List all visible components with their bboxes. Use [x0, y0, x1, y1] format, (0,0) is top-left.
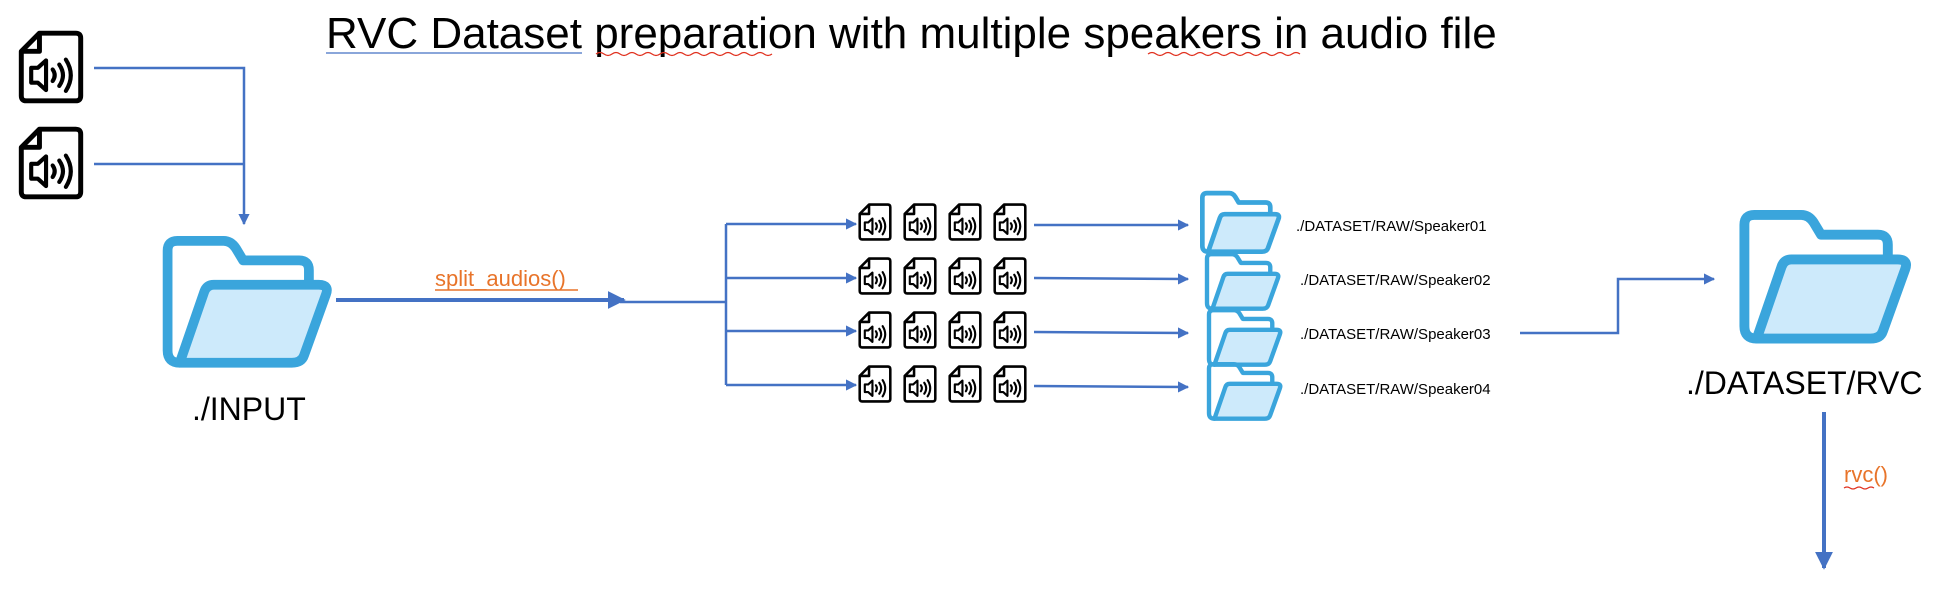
connector-arrow	[94, 66, 250, 226]
audio-file-icon	[948, 311, 982, 349]
row-arrow	[1033, 381, 1190, 393]
speaker04-folder-icon	[1209, 364, 1280, 419]
audio-file-icon	[858, 365, 892, 403]
audio-file-icon	[903, 203, 937, 241]
audio-file-icon	[903, 257, 937, 295]
speaker03-folder-icon	[1209, 310, 1280, 365]
audio-file-icon	[993, 203, 1027, 241]
audio-file-icon	[903, 365, 937, 403]
audio-file-icon	[993, 365, 1027, 403]
speaker-folder-label: ./DATASET/RAW/Speaker02	[1300, 272, 1491, 289]
row-arrow	[1033, 327, 1190, 339]
audio-file-icon	[858, 311, 892, 349]
split-function-label: split_audios()	[435, 266, 566, 291]
speaker-folder-label: ./DATASET/RAW/Speaker04	[1300, 381, 1491, 398]
rvc-function-label: rvc()	[1844, 462, 1888, 487]
speaker-row-3-files	[858, 311, 1027, 349]
diagram-title: RVC Dataset preparation with multiple sp…	[326, 9, 1497, 58]
audio-file-icon	[993, 257, 1027, 295]
audio-file-icon	[948, 365, 982, 403]
speaker-folder-label: ./DATASET/RAW/Speaker03	[1300, 326, 1491, 343]
audio-file-icon	[858, 257, 892, 295]
rvc-connector-arrow	[1520, 273, 1716, 335]
audio-file-icon	[948, 257, 982, 295]
audio-file-icon	[858, 203, 892, 241]
speaker01-folder-icon	[1202, 193, 1279, 252]
spellcheck-underline	[1843, 486, 1875, 490]
rvc-folder-label: ./DATASET/RVC	[1686, 365, 1922, 401]
audio-file-icon	[948, 203, 982, 241]
speaker-row-2-files	[858, 257, 1027, 295]
input-folder-icon	[168, 241, 327, 363]
rvc-folder-icon	[1744, 215, 1906, 339]
audio-file-icon	[993, 311, 1027, 349]
speaker-folder-label: ./DATASET/RAW/Speaker01	[1296, 218, 1487, 235]
row-arrow	[1033, 273, 1190, 285]
audio-file-icon	[21, 129, 80, 197]
audio-file-icon	[903, 311, 937, 349]
input-folder-label: ./INPUT	[192, 391, 306, 427]
spellcheck-underlines	[326, 51, 1301, 57]
speaker-row-1-files	[858, 203, 1027, 241]
audio-file-icon	[21, 33, 80, 101]
speaker-row-4-files	[858, 365, 1027, 403]
speaker02-folder-icon	[1207, 254, 1278, 309]
